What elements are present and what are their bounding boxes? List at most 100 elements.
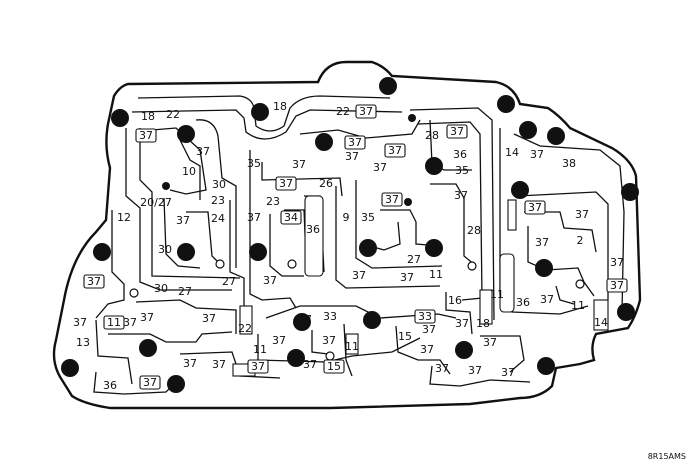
callout-label: 13	[76, 336, 90, 349]
callout-label: 37	[212, 358, 226, 371]
callout-label-text: 37	[303, 358, 317, 371]
callout-label: 14	[505, 146, 519, 159]
callout-label-text: 9	[343, 211, 350, 224]
callout-label-text: 37	[610, 256, 624, 269]
callout-label: 11	[571, 299, 585, 312]
callout-label-text: 37	[435, 362, 449, 375]
callout-label-text: 37	[450, 125, 464, 138]
callout-label-text: 37	[359, 105, 373, 118]
callout-label-text: 18	[476, 317, 490, 330]
callout-label-text: 37	[388, 144, 402, 157]
callout-label: 37	[263, 274, 277, 287]
callout-label: 37	[272, 334, 286, 347]
callout-label: 37	[501, 366, 515, 379]
callout-box	[103, 315, 125, 330]
callout-label: 37	[183, 357, 197, 370]
callout-label: 37	[135, 128, 157, 143]
callout-label: 37	[373, 161, 387, 174]
callout-label-text: 16	[448, 294, 462, 307]
callout-label: 37	[446, 124, 468, 139]
callout-box	[381, 192, 403, 207]
callout-label-text: 37	[143, 376, 157, 389]
callout-label-text: 11	[429, 268, 443, 281]
callout-label: 15	[398, 330, 412, 343]
valve-bores	[232, 195, 609, 377]
callout-label: 33	[323, 310, 337, 323]
callout-label-text: 11	[490, 288, 504, 301]
callout-label: 35	[361, 211, 375, 224]
callout-label: 11	[253, 343, 267, 356]
callout-label-text: 22	[238, 322, 252, 335]
callout-label: 26	[319, 177, 333, 190]
callout-label: 37	[275, 176, 297, 191]
callout-label-text: 27	[222, 275, 236, 288]
callout-label-text: 37	[73, 316, 87, 329]
callout-label: 12	[117, 211, 131, 224]
callout-box	[524, 200, 546, 215]
callout-label-text: 35	[361, 211, 375, 224]
callout-label: 28	[467, 224, 481, 237]
callout-label-text: 37	[247, 211, 261, 224]
callout-label: 35	[247, 157, 261, 170]
callout-label: 27	[407, 253, 421, 266]
callout-label-text: 37	[530, 148, 544, 161]
callout-label-text: 23	[211, 194, 225, 207]
callout-label-text: 37	[528, 201, 542, 214]
callout-label: 33	[414, 309, 436, 324]
callout-label-text: 37	[501, 366, 515, 379]
callout-label-text: 15	[398, 330, 412, 343]
callout-label-text: 36	[516, 296, 530, 309]
callout-label-text: 11	[345, 340, 359, 353]
callout-label: 37	[196, 145, 210, 158]
callout-label-text: 37	[176, 214, 190, 227]
callout-box	[280, 210, 302, 225]
callout-label: 35	[455, 164, 469, 177]
callout-label: 37	[176, 214, 190, 227]
callout-label: 37	[610, 256, 624, 269]
callout-label-text: 37	[140, 311, 154, 324]
callout-label: 11	[429, 268, 443, 281]
bolt-holes	[61, 77, 639, 393]
callout-box	[384, 143, 406, 158]
callout-label: 37	[123, 316, 137, 329]
callout-label-text: 12	[117, 211, 131, 224]
callout-label: 22	[166, 108, 180, 121]
callout-label-text: 11	[107, 316, 121, 329]
callout-label-text: 37	[251, 360, 265, 373]
callout-label-text: 24	[211, 212, 225, 225]
callout-label-text: 37	[183, 357, 197, 370]
callout-label: 22	[238, 322, 252, 335]
callout-label-text: 37	[123, 316, 137, 329]
callout-label-text: 37	[348, 136, 362, 149]
callout-box	[275, 176, 297, 191]
callout-label-text: 34	[284, 211, 298, 224]
callout-label-text: 35	[455, 164, 469, 177]
callout-label-text: 18	[273, 100, 287, 113]
callout-label-text: 38	[562, 157, 576, 170]
callout-label: 15	[323, 359, 345, 374]
callout-label: 38	[562, 157, 576, 170]
callout-box	[606, 278, 628, 293]
callout-box	[139, 375, 161, 390]
callout-label: 36	[103, 379, 117, 392]
callout-label: 37	[298, 313, 312, 326]
callout-label-text: 37	[385, 193, 399, 206]
callout-box	[344, 135, 366, 150]
callout-label: 37	[606, 278, 628, 293]
callout-label: 37	[540, 293, 554, 306]
callout-label: 14	[594, 316, 608, 329]
callout-label-text: 22	[336, 105, 350, 118]
callout-label: 37	[400, 271, 414, 284]
callout-label: 37	[381, 192, 403, 207]
callout-label: 37	[73, 316, 87, 329]
callout-label-text: 30	[212, 178, 226, 191]
callout-label: 30	[154, 282, 168, 295]
callout-label-text: 36	[306, 223, 320, 236]
callout-label: 37	[435, 362, 449, 375]
callout-label-text: 30	[154, 282, 168, 295]
callout-label: 37	[468, 364, 482, 377]
callout-label-text: 37	[483, 336, 497, 349]
